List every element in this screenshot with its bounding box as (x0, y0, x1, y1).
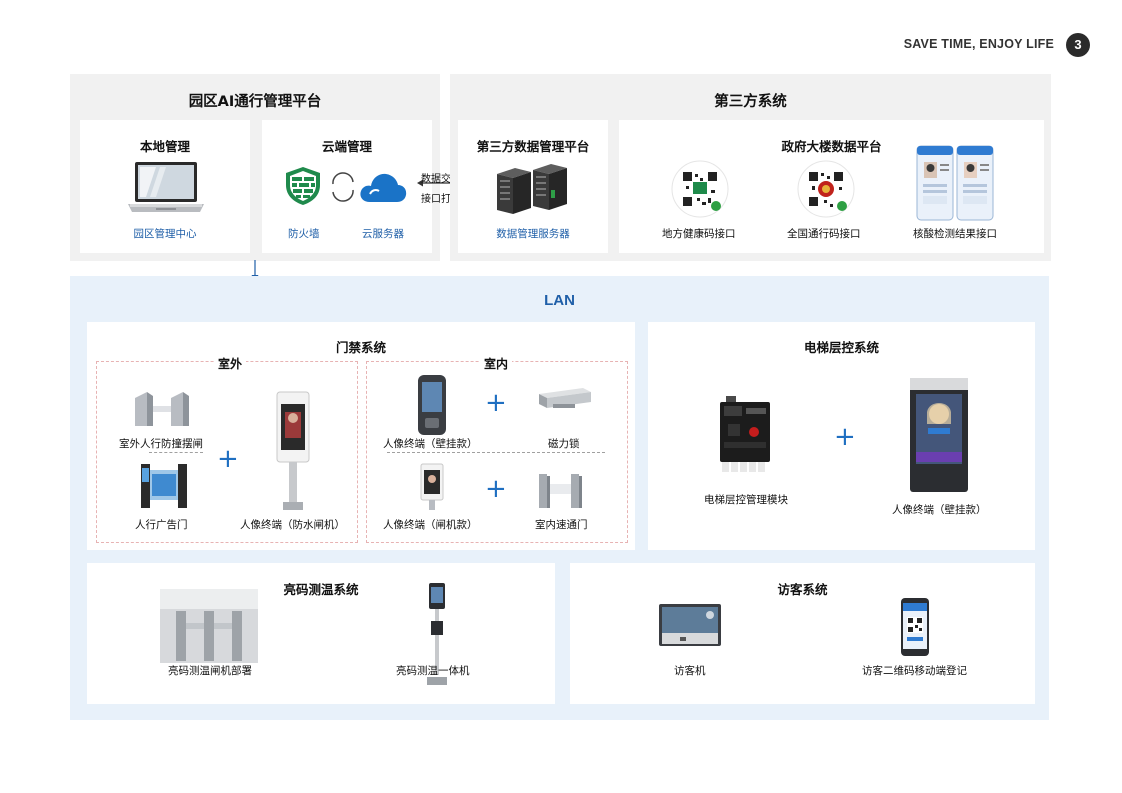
face-terminal-icon (417, 374, 447, 436)
gov-platform-title: 政府大楼数据平台 (781, 139, 882, 154)
third-party-panel: 第三方系统 第三方数据管理平台 数据管理服务器 政府大楼数据平台 (450, 74, 1051, 261)
visitor-card: 访客系统 访客机 访客二维码移动端登记 (570, 563, 1035, 704)
firewall-shield-icon (284, 166, 322, 206)
indoor-item-label: 人像终端（壁挂款） (383, 438, 478, 450)
elevator-item-label: 人像终端（壁挂款） (892, 504, 987, 516)
outdoor-item-label: 人行广告门 (135, 519, 188, 531)
magnetic-lock-icon (535, 384, 595, 414)
gov-item-label: 核酸检测结果接口 (913, 228, 997, 240)
elevator-item-label: 电梯层控管理模块 (704, 494, 788, 506)
laptop-icon (126, 160, 206, 216)
outdoor-title: 室外 (214, 355, 247, 372)
phone-icon (915, 144, 997, 222)
firewall-label: 防火墙 (288, 228, 320, 240)
health-code-card: 亮码测温系统 亮码测温闸机部署 亮码测温一体机 (87, 563, 555, 704)
third-party-data-card: 第三方数据管理平台 数据管理服务器 (458, 120, 608, 253)
page-number-badge: 3 (1066, 33, 1090, 57)
lan-title: LAN (544, 292, 575, 309)
third-party-title: 第三方系统 (714, 94, 787, 110)
plus-icon: + (485, 388, 507, 418)
health-code-item-label: 亮码测温一体机 (396, 665, 470, 677)
access-control-card: 门禁系统 室外 室外人行防撞摆闸 (87, 322, 635, 550)
health-code-title: 亮码测温系统 (283, 582, 359, 597)
indoor-item-label: 室内速通门 (535, 519, 588, 531)
access-control-title: 门禁系统 (335, 340, 386, 355)
health-code-item-label: 亮码测温闸机部署 (168, 665, 252, 677)
visitor-item-label: 访客机 (674, 665, 706, 677)
cloud-server-label: 云服务器 (362, 228, 404, 240)
indoor-group: 室内 人像终端（壁挂款） + 磁力锁 (366, 355, 628, 543)
plus-icon: + (485, 474, 507, 504)
outdoor-group: 室外 室外人行防撞摆闸 (96, 355, 358, 543)
lan-panel: LAN 门禁系统 室外 室外人行防撞摆闸 (70, 276, 1049, 720)
gov-item-label: 地方健康码接口 (662, 228, 736, 240)
phone-icon (900, 597, 930, 657)
cloud-management-title: 云端管理 (321, 139, 372, 154)
data-server-label: 数据管理服务器 (496, 228, 570, 240)
interface-link-label: 接口打通 (421, 194, 461, 205)
visitor-item-label: 访客二维码移动端登记 (862, 665, 967, 677)
elevator-title: 电梯层控系统 (803, 340, 879, 355)
tagline: SAVE TIME, ENJOY LIFE (903, 37, 1054, 51)
local-management-item-label: 园区管理中心 (133, 228, 197, 240)
local-management-card: 本地管理 园区管理中心 (80, 120, 250, 253)
platform-title: 园区AI通行管理平台 (188, 94, 322, 110)
gov-item-label: 全国通行码接口 (787, 228, 861, 240)
control-board-icon (716, 396, 774, 476)
third-party-data-title: 第三方数据管理平台 (476, 139, 590, 154)
qr-code-icon (671, 160, 729, 218)
data-exchange-label: 数据交换 (421, 174, 461, 185)
visitor-kiosk-icon (658, 603, 722, 647)
indoor-divider (387, 452, 605, 453)
face-terminal-icon (273, 390, 313, 514)
indoor-item-label: 人像终端（闸机款） (383, 519, 478, 531)
face-terminal-icon (417, 462, 447, 512)
indoor-item-label: 磁力锁 (548, 438, 580, 450)
outdoor-item-label: 室外人行防撞摆闸 (119, 438, 203, 450)
cloud-icon (358, 170, 408, 204)
face-terminal-icon (908, 376, 970, 494)
speed-gate-icon (535, 468, 585, 510)
local-management-title: 本地管理 (139, 139, 190, 154)
ad-gate-icon (139, 462, 189, 508)
turnstile-icon (160, 589, 258, 663)
plus-icon: + (217, 444, 239, 474)
platform-panel: 园区AI通行管理平台 本地管理 园区管理中心 云端管理 (70, 74, 440, 261)
qr-code-icon (797, 160, 855, 218)
cloud-management-card: 云端管理 防火墙 (262, 120, 432, 253)
gov-platform-card: 政府大楼数据平台 (619, 120, 1044, 253)
server-icon (491, 160, 573, 216)
thermometer-kiosk-icon (421, 581, 453, 691)
elevator-card: 电梯层控系统 电梯层控管理模块 + (648, 322, 1035, 550)
plus-icon: + (834, 422, 856, 452)
outdoor-divider (149, 452, 203, 453)
indoor-title: 室内 (480, 355, 513, 372)
outdoor-item-label: 人像终端（防水闸机） (240, 519, 345, 531)
sync-arrows-icon (330, 172, 356, 202)
visitor-title: 访客系统 (777, 582, 828, 597)
turnstile-icon (131, 386, 195, 428)
